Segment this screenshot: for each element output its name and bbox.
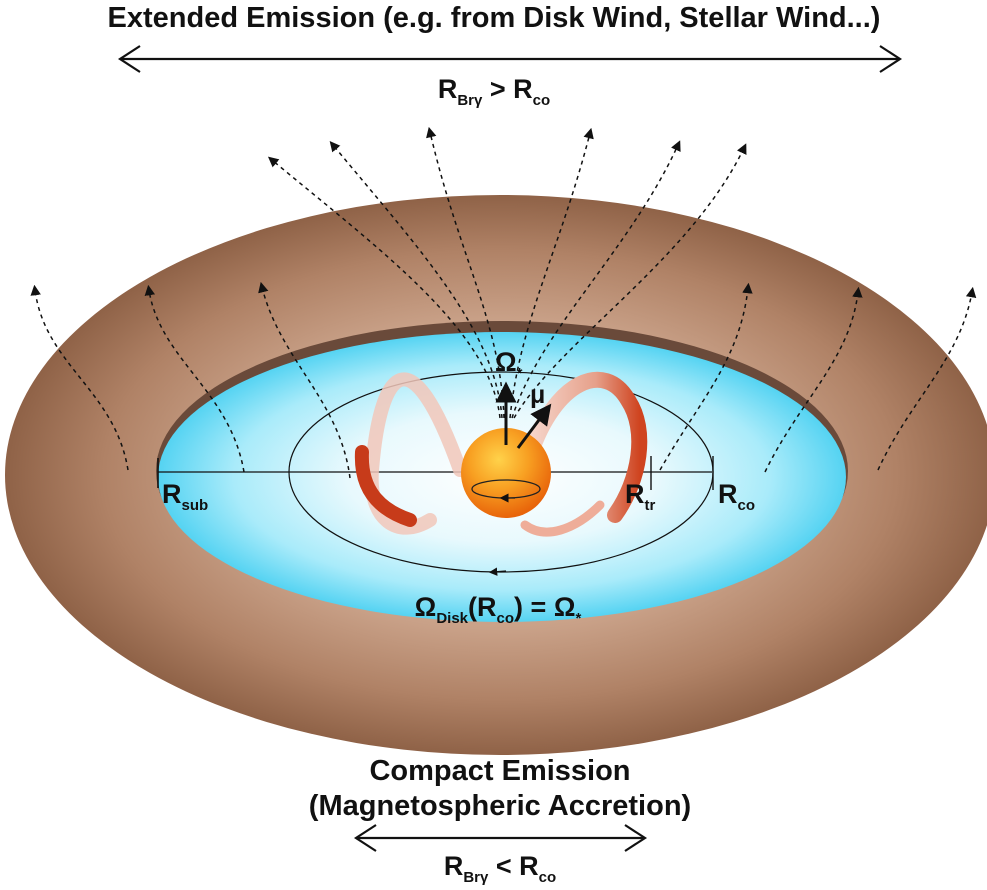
wind-line — [30, 284, 129, 471]
omega-star-sub: * — [516, 364, 523, 382]
loop-right-base — [520, 500, 605, 537]
top-relation-rhs-sub: co — [532, 91, 551, 109]
r-sub-symbol: R — [162, 479, 182, 509]
bottom-relation-lhs: R — [443, 851, 464, 881]
wind-line — [267, 156, 501, 419]
wind-line — [511, 140, 681, 419]
omega-disk-sub: Disk — [436, 609, 469, 627]
r-tr-label: Rtr — [625, 481, 655, 513]
top-relation-lhs-sub: Brγ — [457, 91, 483, 109]
top-relation: RBrγ > Rco — [438, 76, 550, 108]
wind-line — [426, 126, 505, 419]
corotation-orbit — [288, 371, 714, 573]
wind-streamlines — [30, 126, 977, 479]
bottom-label-line2: (Magnetospheric Accretion) — [308, 790, 692, 822]
omega-disk-eq: = — [530, 592, 547, 622]
top-arrow-left-head — [117, 45, 141, 73]
wind-line — [329, 140, 503, 419]
wind-line — [877, 286, 977, 471]
bottom-arrow-right-head — [624, 824, 648, 852]
omega-disk-label: ΩDisk(Rco) = Ω* — [415, 594, 582, 626]
top-arrow-right-head — [879, 45, 903, 73]
loop-right — [522, 371, 648, 523]
omega-disk-close: ) — [514, 592, 524, 622]
bottom-arrow-left-head — [353, 824, 377, 852]
omega-star-symbol: Ω — [495, 347, 517, 377]
bottom-label-line1: Compact Emission — [369, 755, 631, 787]
bottom-relation: RBrγ < Rco — [444, 853, 556, 885]
top-label: Extended Emission (e.g. from Disk Wind, … — [107, 2, 881, 34]
r-sub-label: Rsub — [162, 481, 208, 513]
omega-disk-open: ( — [468, 592, 478, 622]
wind-line — [509, 127, 594, 419]
mu-label: μ — [530, 381, 546, 409]
wind-line — [659, 282, 753, 471]
omega-disk-arg: R — [477, 592, 497, 622]
r-co-label: Rco — [718, 481, 755, 513]
omega-disk-rhs: Ω — [553, 592, 576, 622]
wind-line — [258, 281, 351, 479]
r-tr-sub: tr — [644, 496, 656, 514]
loop-left-front — [354, 445, 417, 527]
bottom-relation-rhs: R — [519, 851, 539, 881]
r-tr-symbol: R — [625, 479, 645, 509]
mu-arrow — [516, 403, 552, 449]
omega-disk-rhs-sub: * — [575, 609, 582, 627]
r-co-sub: co — [737, 496, 756, 514]
r-sub-sub: sub — [181, 496, 209, 514]
wind-line — [513, 143, 747, 419]
bottom-relation-op: < — [495, 851, 512, 881]
top-relation-lhs: R — [437, 74, 458, 104]
r-co-symbol: R — [718, 479, 738, 509]
orbit-arrow — [488, 567, 507, 576]
omega-disk-symbol: Ω — [414, 592, 437, 622]
loop-left-back — [364, 372, 467, 535]
top-relation-op: > — [489, 74, 506, 104]
bottom-relation-lhs-sub: Brγ — [463, 868, 489, 886]
top-relation-rhs: R — [513, 74, 533, 104]
bottom-relation-rhs-sub: co — [538, 868, 557, 886]
omega-disk-arg-sub: co — [496, 609, 515, 627]
wind-line — [764, 286, 863, 473]
omega-star-label: Ω* — [495, 349, 523, 381]
